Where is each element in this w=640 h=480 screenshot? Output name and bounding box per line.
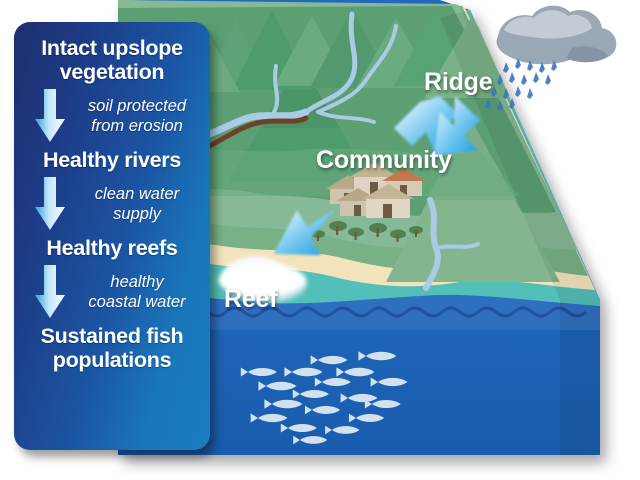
block-side-face [440, 10, 600, 455]
fish-school [240, 351, 408, 445]
shoreline-trees [311, 221, 423, 242]
coral-reef [218, 256, 308, 303]
panel-heading-rivers: Healthy rivers [42, 148, 182, 173]
ridge-pointer-arrow [394, 96, 480, 156]
map-label-ridge: Ridge [424, 68, 493, 96]
down-arrow-icon [24, 265, 76, 319]
panel-step-3: healthy coastal water [24, 261, 200, 323]
rain-cloud-icon [496, 5, 617, 65]
panel-heading-reefs: Healthy reefs [46, 236, 178, 261]
rain-drops-icon [485, 58, 557, 111]
panel-heading-vegetation: Intact upslope vegetation [41, 36, 183, 85]
panel-caption-coastal: healthy coastal water [88, 272, 186, 312]
panel-caption-soil: soil protected from erosion [87, 96, 187, 136]
panel-heading-fish: Sustained fish populations [40, 324, 184, 373]
map-label-community: Community [316, 146, 452, 174]
down-arrow-icon [24, 89, 76, 143]
panel-step-2: clean water supply [24, 173, 200, 235]
down-arrow-icon [24, 177, 76, 231]
panel-step-1: soil protected from erosion [24, 85, 200, 147]
summary-panel: Intact upslope vegetation soil protected… [14, 22, 210, 450]
village-houses-icon [326, 162, 426, 218]
map-label-reef: Reef [224, 285, 278, 313]
reef-pointer-arrow [273, 207, 337, 256]
panel-caption-water: clean water supply [94, 184, 180, 224]
